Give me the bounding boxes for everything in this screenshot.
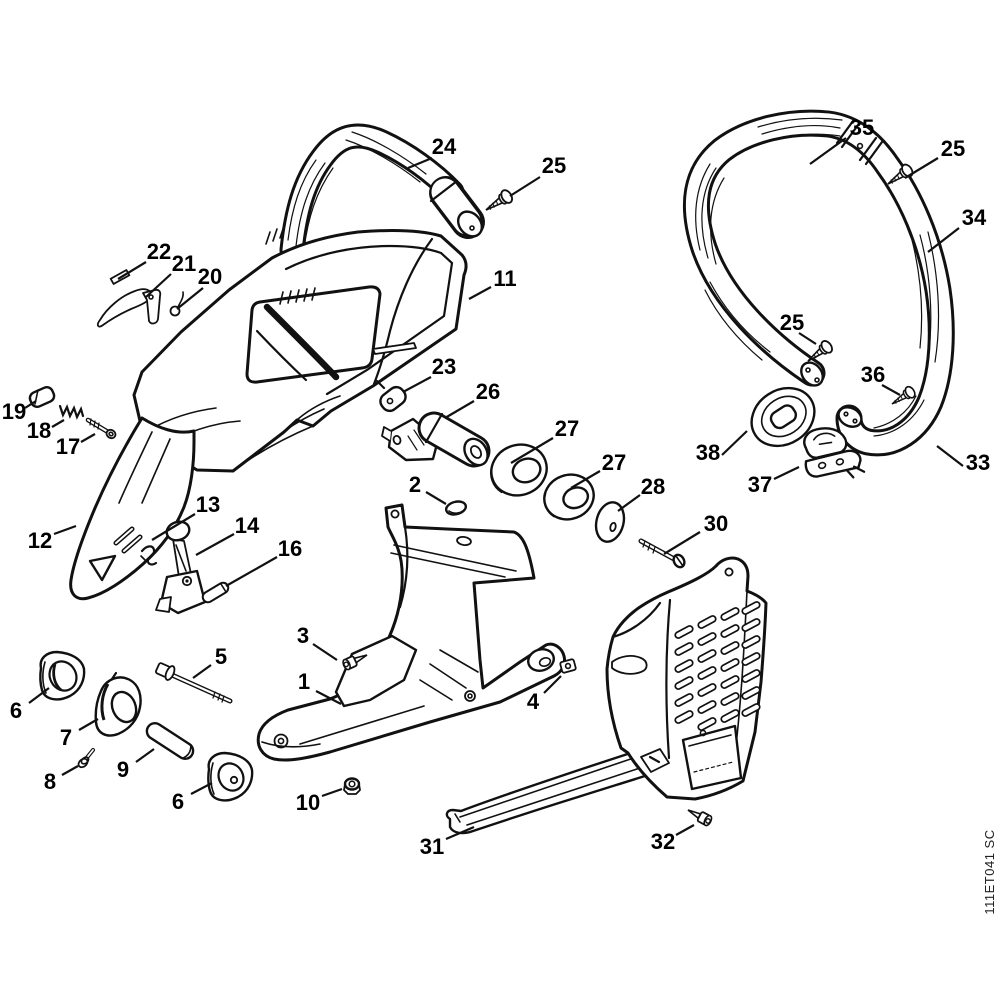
callout-3: 3 xyxy=(297,623,309,648)
screw-8 xyxy=(77,748,95,769)
callout-13: 13 xyxy=(196,492,220,517)
vented-rear-cover xyxy=(605,556,768,801)
watermark-code: 111ET041 SC xyxy=(982,829,997,914)
callout-24: 24 xyxy=(432,134,457,159)
callout-34: 34 xyxy=(962,205,987,230)
nut-4 xyxy=(559,658,577,674)
callout-25b: 25 xyxy=(941,136,965,161)
callout-9: 9 xyxy=(117,757,129,782)
nut-10 xyxy=(343,777,361,795)
screw-17 xyxy=(85,417,117,440)
buffer-6a xyxy=(39,650,86,701)
callout-31: 31 xyxy=(420,834,444,859)
callout-14: 14 xyxy=(235,513,260,538)
throttle-trigger-group xyxy=(140,520,230,615)
callout-25c: 25 xyxy=(780,310,804,335)
callout-32: 32 xyxy=(651,829,675,854)
clamp-37 xyxy=(803,427,866,479)
callout-22: 22 xyxy=(147,239,171,264)
callout-12: 12 xyxy=(28,528,52,553)
annular-buffer-26 xyxy=(381,411,491,468)
bushing-23 xyxy=(375,379,407,413)
pin-16 xyxy=(201,581,230,604)
callout-36: 36 xyxy=(861,362,885,387)
callout-6a: 6 xyxy=(10,698,22,723)
callout-23: 23 xyxy=(432,354,456,379)
callout-2: 2 xyxy=(409,472,421,497)
callout-18: 18 xyxy=(27,418,51,443)
callout-4: 4 xyxy=(527,689,540,714)
cap-2 xyxy=(444,500,468,516)
handlebar-loop xyxy=(682,109,955,457)
callout-30: 30 xyxy=(704,511,728,536)
plug-19 xyxy=(28,385,56,409)
callout-labels: 24 25 22 21 20 11 23 26 27 27 28 2 30 35… xyxy=(2,115,990,859)
screw-32 xyxy=(684,804,714,828)
callout-10: 10 xyxy=(296,790,320,815)
ring-38 xyxy=(750,386,816,448)
callout-21: 21 xyxy=(172,251,196,276)
callout-19: 19 xyxy=(2,399,26,424)
callout-37: 37 xyxy=(748,472,772,497)
callout-35: 35 xyxy=(850,115,874,140)
callout-17: 17 xyxy=(56,434,80,459)
latch-21 xyxy=(96,288,152,328)
callout-28: 28 xyxy=(641,474,665,499)
callout-8: 8 xyxy=(44,769,56,794)
bolt-5 xyxy=(155,662,233,704)
callout-38: 38 xyxy=(696,440,720,465)
callout-33: 33 xyxy=(966,450,990,475)
handle-frame-bracket xyxy=(256,503,566,762)
spring-18 xyxy=(58,404,85,420)
pin-9 xyxy=(145,721,195,761)
callout-11: 11 xyxy=(493,266,516,291)
screw-25a xyxy=(481,187,516,217)
top-handle-tube xyxy=(265,123,485,263)
buffer-parts xyxy=(375,379,686,569)
trigger-knob xyxy=(165,520,191,542)
screw-36 xyxy=(887,384,918,410)
callout-7: 7 xyxy=(60,725,72,750)
callout-5: 5 xyxy=(215,644,227,669)
callout-27b: 27 xyxy=(602,450,626,475)
callout-6b: 6 xyxy=(172,789,184,814)
spring-13 xyxy=(140,545,158,566)
screw-30 xyxy=(638,538,686,569)
buffer-6b xyxy=(207,751,254,802)
callout-27a: 27 xyxy=(555,416,579,441)
ring-buffer-27b xyxy=(543,473,595,521)
cover-shell-7 xyxy=(94,671,142,737)
callout-20: 20 xyxy=(198,264,222,289)
callout-1: 1 xyxy=(298,669,310,694)
callout-25a: 25 xyxy=(542,153,566,178)
leader-lines xyxy=(24,137,964,841)
washer-28 xyxy=(594,501,626,543)
handle-housing xyxy=(132,229,468,473)
callout-26: 26 xyxy=(476,379,500,404)
ring-buffer-27a xyxy=(490,443,548,497)
callout-16: 16 xyxy=(278,536,302,561)
rear-handle-grip xyxy=(69,416,196,601)
